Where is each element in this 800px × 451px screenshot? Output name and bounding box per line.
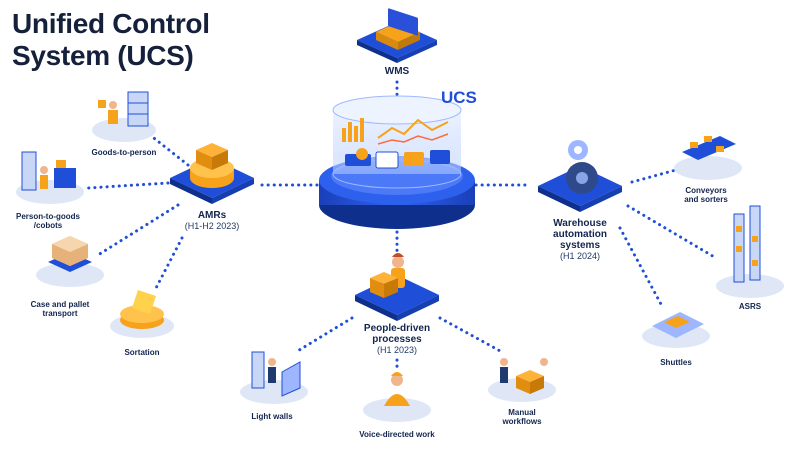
connector-amrs-sortation <box>153 236 184 292</box>
warehouse-name-line3: systems <box>559 240 601 251</box>
page-title: Unified Control System (UCS) <box>12 8 210 72</box>
asrs-platform <box>716 205 784 298</box>
warehouse-building-icon <box>376 8 420 50</box>
case-pallet-line1: Case and pallet <box>30 300 90 309</box>
warehouse-name-line2: automation <box>553 229 607 240</box>
ucs-label: UCS <box>441 88 477 107</box>
amrs-hub-label: AMRs (H1-H2 2023) <box>185 210 240 232</box>
amrs-hub-platform <box>170 143 254 204</box>
title-line-2: System (UCS) <box>12 40 194 71</box>
connector-people-lightwalls <box>294 316 354 354</box>
pallet-boxes-icon <box>48 236 92 272</box>
voice-worker-icon <box>384 372 410 406</box>
asrs-racks-icon <box>733 205 761 283</box>
dashboard-charts-icon <box>342 118 450 169</box>
shuttles-platform <box>642 312 710 348</box>
shuttles-label: Shuttles <box>660 358 692 367</box>
voice-directed-platform <box>363 372 431 422</box>
amrs-name: AMRs <box>197 210 227 221</box>
people-hub-platform <box>355 253 439 321</box>
case-pallet-platform <box>36 236 104 287</box>
case-pallet-label: Case and pallet transport <box>31 300 90 318</box>
people-hub-label: People-driven processes (H1 2023) <box>364 323 430 356</box>
light-walls-platform <box>240 351 308 404</box>
connectors <box>86 80 718 374</box>
worker-with-box-icon <box>370 253 405 298</box>
wms-platform <box>357 8 437 63</box>
person-to-goods-line1: Person-to-goods <box>16 212 80 221</box>
connector-amrs-person <box>86 181 170 190</box>
connector-amrs-goods <box>148 133 190 167</box>
conveyor-icon <box>682 136 736 160</box>
sortation-platform <box>110 290 174 338</box>
goods-to-person-label: Goods-to-person <box>91 148 157 157</box>
person-to-goods-label: Person-to-goods /cobots <box>16 212 80 230</box>
conveyors-line2: and sorters <box>684 195 728 204</box>
connector-amrs-case <box>96 203 180 257</box>
case-pallet-line2: transport <box>42 309 78 318</box>
warehouse-hub-label: Warehouse automation systems (H1 2024) <box>553 218 607 262</box>
conveyors-line1: Conveyors <box>685 186 727 195</box>
amr-robot-icon <box>190 143 234 188</box>
manual-workflows-platform <box>488 358 556 402</box>
manual-line2: workflows <box>502 417 542 426</box>
light-wall-icon <box>251 351 301 397</box>
sorting-robot-icon <box>120 290 164 329</box>
person-to-goods-platform <box>16 151 84 204</box>
people-name-line2: processes <box>372 334 422 345</box>
sortation-label: Sortation <box>124 348 160 357</box>
connector-wh-conveyors <box>630 168 678 184</box>
manual-workflows-label: Manual workflows <box>502 408 541 426</box>
shuttle-icon <box>652 312 704 338</box>
connector-wh-shuttles <box>618 226 664 308</box>
conveyors-platform <box>674 136 742 180</box>
wms-label: WMS <box>384 66 410 77</box>
people-timeline: (H1 2023) <box>376 345 418 355</box>
voice-directed-label: Voice-directed work <box>359 430 435 439</box>
light-walls-label: Light walls <box>251 412 293 421</box>
cobot-worker-icon <box>21 151 76 191</box>
connector-people-manual <box>438 316 504 354</box>
gear-icon <box>566 140 598 194</box>
people-name-line1: People-driven <box>363 323 431 334</box>
ucs-platform <box>319 95 475 229</box>
goods-to-person-platform <box>92 91 156 142</box>
person-to-goods-line2: /cobots <box>33 221 63 230</box>
warehouse-timeline: (H1 2024) <box>559 251 601 261</box>
warehouse-name-line1: Warehouse <box>553 218 607 229</box>
manual-line1: Manual <box>508 408 536 417</box>
conveyors-label: Conveyors and sorters <box>684 186 728 204</box>
manual-cart-icon <box>500 358 548 394</box>
amrs-timeline: (H1-H2 2023) <box>184 221 240 231</box>
warehouse-hub-platform <box>538 140 622 212</box>
shelving-robot-icon <box>98 91 149 127</box>
title-line-1: Unified Control <box>12 8 210 39</box>
connector-wh-asrs <box>626 204 718 260</box>
asrs-label: ASRS <box>738 302 762 311</box>
